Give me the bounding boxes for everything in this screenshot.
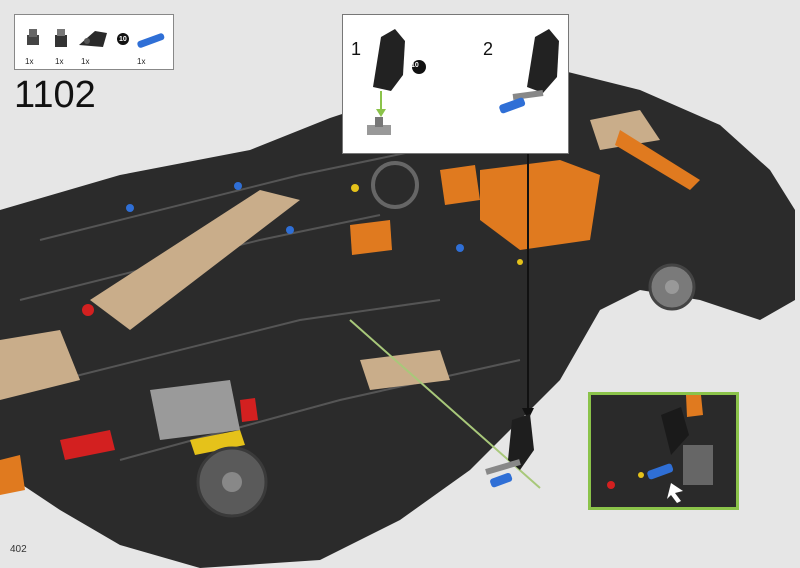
panel-connector-icon <box>79 31 107 47</box>
blue-pin-icon <box>499 97 526 114</box>
detail-inset <box>588 392 739 510</box>
substep-badge: 10 <box>411 62 419 69</box>
substep-label: 1 <box>351 39 362 59</box>
part-badge: 10 <box>119 36 127 43</box>
part-qty: 1x <box>81 57 90 66</box>
subassembly-drawing <box>367 29 559 135</box>
part-qty: 1x <box>55 57 64 66</box>
green-arrow-icon <box>376 109 386 117</box>
assembled-panel-icon <box>527 29 559 93</box>
inset-drawing <box>591 395 736 507</box>
axle-connector-icon <box>367 125 391 135</box>
part-qty: 1x <box>137 57 146 66</box>
blue-pin-icon <box>647 463 674 480</box>
part-qty: 1x <box>25 57 34 66</box>
badge-10-icon <box>412 60 426 74</box>
axle-pin-connector-icon <box>55 29 67 47</box>
placed-subassembly-panel <box>508 414 534 470</box>
blue-pin-icon <box>137 33 165 48</box>
subassembly-box: 1 2 <box>342 14 569 154</box>
axle-connector-icon <box>27 29 39 45</box>
assembly-arrow-head <box>522 408 534 420</box>
step-number: 1102 <box>14 74 96 116</box>
page-number: 402 <box>10 544 27 555</box>
tan-seat-panel <box>90 190 300 330</box>
panel-piece-icon <box>373 29 405 91</box>
pointer-arrow-icon <box>667 483 683 503</box>
parts-list-box: 1x 1x 1x 10 1x <box>14 14 174 70</box>
substep-label: 2 <box>483 39 494 59</box>
badge-10-icon <box>117 33 129 45</box>
orange-engine-cover <box>480 160 600 250</box>
parts-icons <box>27 29 165 48</box>
